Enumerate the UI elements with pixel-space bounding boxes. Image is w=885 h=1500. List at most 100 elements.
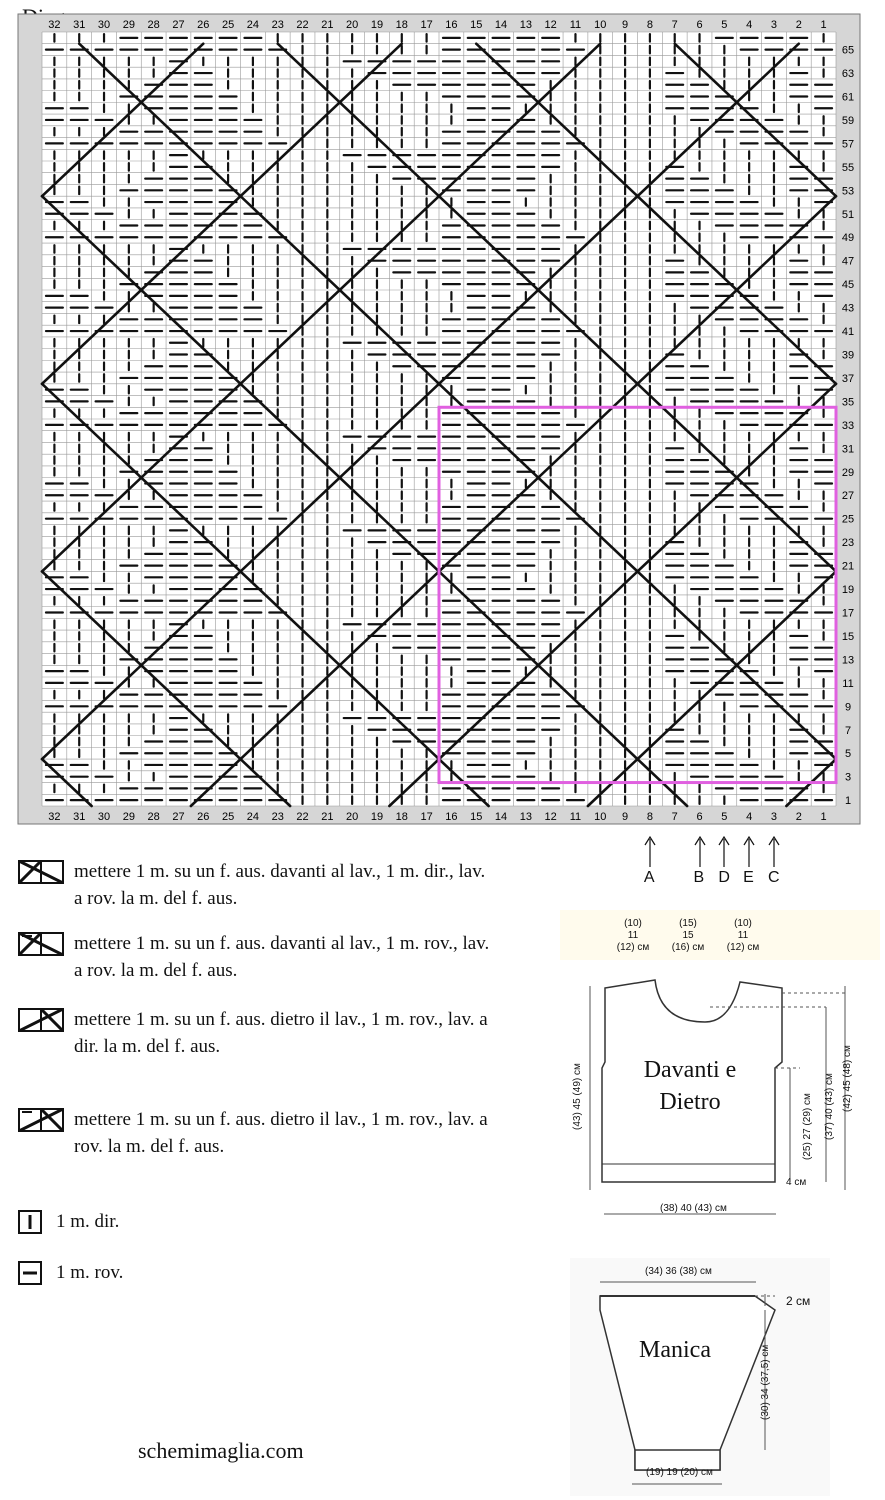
col-label: 9 bbox=[622, 811, 628, 823]
col-label: 11 bbox=[570, 811, 581, 823]
col-label: 6 bbox=[696, 19, 702, 31]
row-label: 25 bbox=[842, 514, 854, 526]
row-label: 43 bbox=[842, 303, 854, 315]
cable-cross bbox=[673, 42, 838, 198]
col-label: 1 bbox=[821, 19, 827, 31]
col-label: 10 bbox=[594, 811, 606, 823]
purl-icon bbox=[18, 1261, 42, 1285]
col-label: 9 bbox=[622, 19, 628, 31]
cable-lines bbox=[40, 42, 838, 808]
col-label: 24 bbox=[247, 811, 259, 823]
sleeve-bottom-dim: (19) 19 (20) см bbox=[646, 1467, 713, 1478]
col-label: 32 bbox=[48, 811, 60, 823]
col-label: 13 bbox=[520, 19, 532, 31]
row-label: 35 bbox=[842, 396, 854, 408]
col-label: 15 bbox=[470, 19, 482, 31]
row-label: 11 bbox=[842, 678, 853, 690]
row-label: 59 bbox=[842, 115, 854, 127]
repeat-box bbox=[437, 405, 838, 785]
col-label: 11 bbox=[570, 19, 581, 31]
row-label: 19 bbox=[842, 584, 854, 596]
col-label: 5 bbox=[721, 811, 727, 823]
row-label: 53 bbox=[842, 185, 854, 197]
sleeve-cap-dim: 2 см bbox=[786, 1294, 811, 1308]
col-label: 7 bbox=[672, 811, 678, 823]
cable-cross bbox=[474, 42, 838, 386]
col-label: 4 bbox=[746, 19, 752, 31]
stitch-chart: 3232313130302929282827272626252524242323… bbox=[17, 13, 861, 825]
arrow-label: C bbox=[767, 869, 780, 886]
col-label: 25 bbox=[222, 811, 234, 823]
rib-dim: 4 см bbox=[786, 1177, 807, 1188]
cross-back-knit-icon bbox=[18, 1008, 65, 1032]
cable-cross bbox=[40, 42, 205, 198]
col-label: 29 bbox=[123, 19, 135, 31]
legend-text: 1 m. dir. bbox=[56, 1211, 120, 1232]
col-label: 32 bbox=[48, 19, 60, 31]
row-label: 29 bbox=[842, 467, 854, 479]
col-label: 19 bbox=[371, 19, 383, 31]
legend-text: mettere 1 m. su un f. aus. davanti al la… bbox=[74, 933, 490, 981]
arrow-label: B bbox=[693, 869, 705, 886]
row-label: 39 bbox=[842, 350, 854, 362]
col-label: 21 bbox=[321, 811, 333, 823]
col-label: 12 bbox=[545, 811, 557, 823]
col-label: 7 bbox=[672, 19, 678, 31]
arrow-up-icon bbox=[743, 835, 755, 867]
col-label: 12 bbox=[545, 19, 557, 31]
site-url: schemimaglia.com bbox=[138, 1438, 304, 1463]
col-label: 27 bbox=[172, 19, 184, 31]
col-label: 6 bbox=[696, 811, 702, 823]
body-height-left-dim: (43) 45 (49) см bbox=[572, 1063, 583, 1130]
arrow-label: D bbox=[718, 869, 730, 886]
row-label: 57 bbox=[842, 138, 854, 150]
col-label: 29 bbox=[123, 811, 135, 823]
cable-cross bbox=[388, 382, 838, 808]
col-label: 23 bbox=[272, 19, 284, 31]
col-label: 30 bbox=[98, 811, 110, 823]
side-dim: (37) 40 (43) см bbox=[824, 1073, 835, 1140]
cable-cross bbox=[40, 382, 490, 808]
col-label: 5 bbox=[721, 19, 727, 31]
cable-cross bbox=[189, 194, 838, 808]
row-label: 7 bbox=[845, 725, 851, 737]
width-dim: (38) 40 (43) см bbox=[660, 1203, 727, 1214]
row-label: 3 bbox=[845, 772, 851, 784]
sleeve-schematic bbox=[570, 1258, 830, 1496]
row-label: 15 bbox=[842, 631, 854, 643]
arrow-label: A bbox=[643, 869, 655, 886]
cable-cross bbox=[40, 42, 404, 386]
col-label: 3 bbox=[771, 811, 777, 823]
arrow-label: E bbox=[743, 869, 754, 886]
grid-lines bbox=[41, 31, 837, 807]
col-label: 3 bbox=[771, 19, 777, 31]
col-label: 20 bbox=[346, 811, 358, 823]
col-label: 21 bbox=[321, 19, 333, 31]
armhole-dim: (25) 27 (29) см bbox=[802, 1093, 813, 1160]
col-label: 13 bbox=[520, 811, 532, 823]
row-label: 49 bbox=[842, 232, 854, 244]
col-label: 15 bbox=[470, 811, 482, 823]
arrow-up-icon bbox=[768, 835, 780, 867]
row-label: 47 bbox=[842, 256, 854, 268]
row-label: 37 bbox=[842, 373, 854, 385]
legend-text: 1 m. rov. bbox=[56, 1262, 124, 1283]
col-label: 10 bbox=[594, 19, 606, 31]
col-label: 16 bbox=[445, 811, 457, 823]
stitch-symbols bbox=[44, 33, 834, 805]
cable-cross bbox=[276, 42, 838, 573]
row-label: 21 bbox=[842, 561, 854, 573]
legend-text: mettere 1 m. su un f. aus. dietro il lav… bbox=[74, 1009, 488, 1057]
col-label: 17 bbox=[420, 19, 432, 31]
knit-icon bbox=[18, 1210, 42, 1234]
legend-text: mettere 1 m. su un f. aus. davanti al la… bbox=[74, 861, 486, 909]
col-label: 26 bbox=[197, 19, 209, 31]
col-label: 1 bbox=[821, 811, 827, 823]
col-label: 31 bbox=[73, 811, 85, 823]
arrow-up-icon bbox=[694, 835, 706, 867]
cable-cross bbox=[40, 757, 93, 808]
col-label: 22 bbox=[296, 811, 308, 823]
col-label: 18 bbox=[396, 19, 408, 31]
row-label: 63 bbox=[842, 68, 854, 80]
